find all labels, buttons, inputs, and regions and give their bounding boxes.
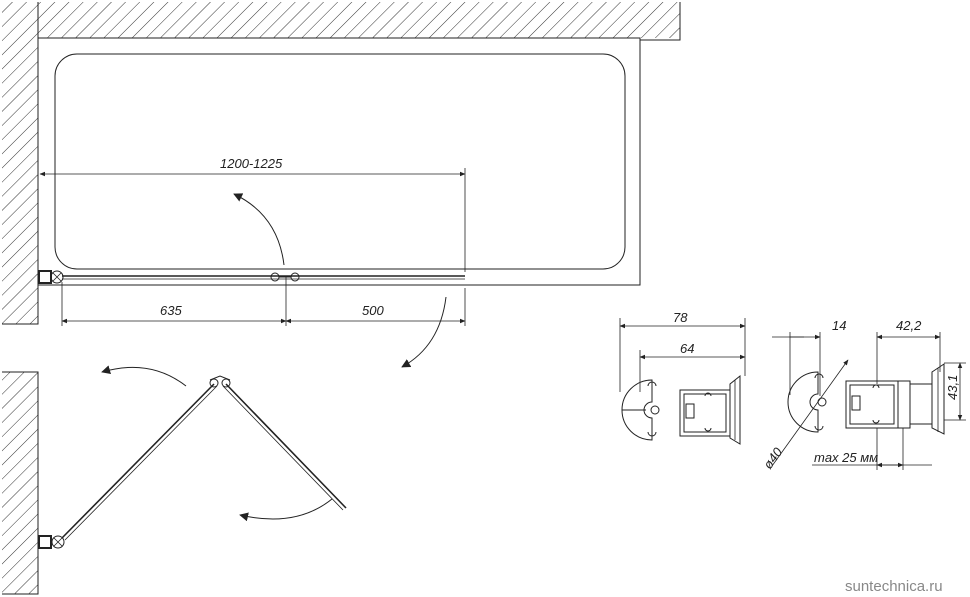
- folded-view: [2, 365, 347, 595]
- folded-panel-swing: [225, 383, 347, 509]
- profile-b-depth: 42,2: [896, 318, 922, 333]
- lower-wall-hatch: [2, 372, 38, 594]
- bathtub-inner-rim: [54, 53, 626, 270]
- swing-panel-label: 500: [362, 303, 384, 318]
- overall-width-label: 1200-1225: [220, 156, 283, 171]
- dimension-panels: 635 500: [61, 282, 466, 326]
- profile-a: 78 64: [619, 310, 746, 445]
- profile-b-diameter: ø40: [760, 444, 786, 472]
- swing-arrow-out-icon: [401, 296, 447, 368]
- fold-arrow-right-icon: [239, 498, 333, 522]
- left-wall-hatch: [2, 2, 38, 324]
- folded-panel-fixed: [61, 383, 215, 539]
- profile-b: 14 42,2 43,1 ø40 max 25 мм: [760, 318, 966, 472]
- top-wall-hatch: [38, 2, 680, 38]
- profile-a-total-width: 78: [673, 310, 688, 325]
- lower-wall-hinge-icon: [38, 535, 65, 549]
- swing-arrow-in-icon: [233, 193, 285, 266]
- left-wall-outline: [2, 2, 39, 325]
- fold-arrow-left-icon: [101, 365, 187, 387]
- apex-hinge-icon: [209, 375, 231, 388]
- top-view: 1200-1225 635 500: [2, 2, 681, 368]
- wall-hinge-icon: [38, 270, 64, 284]
- profile-b-max-adjust: max 25 мм: [814, 450, 878, 465]
- profile-b-offset: 14: [832, 318, 846, 333]
- dimension-overall: 1200-1225: [39, 156, 466, 272]
- fixed-panel-label: 635: [160, 303, 182, 318]
- middle-hinge-icon: [270, 272, 300, 288]
- profile-a-inner-width: 64: [680, 341, 694, 356]
- bathtub-outline: [38, 37, 641, 286]
- watermark: suntechnica.ru: [845, 578, 943, 595]
- profile-b-height: 43,1: [945, 375, 960, 400]
